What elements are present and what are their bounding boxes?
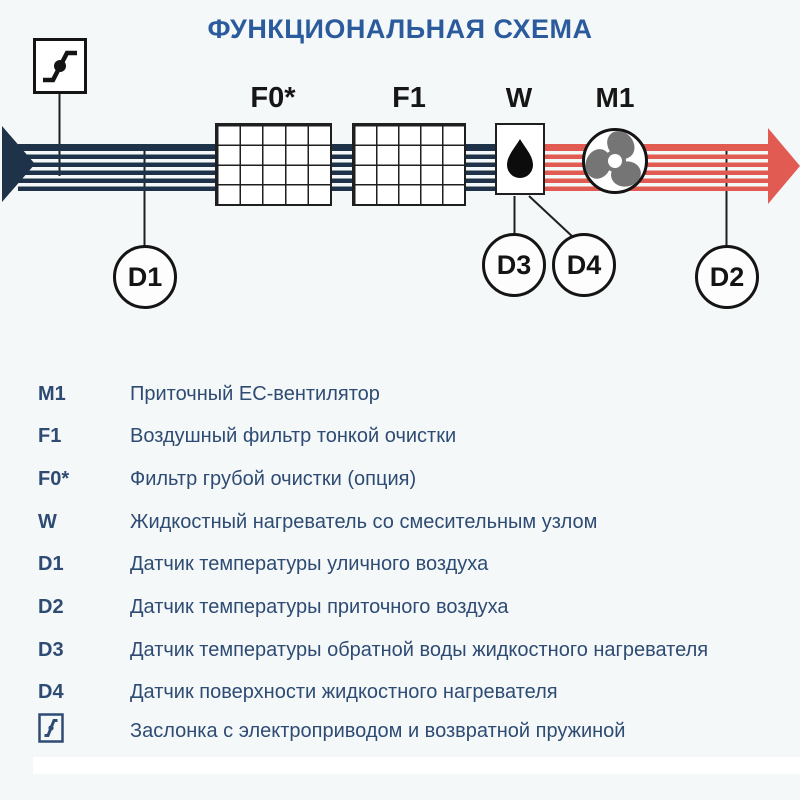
legend-text: Воздушный фильтр тонкой очистки [130, 424, 457, 447]
filter-f0-grid [215, 123, 332, 206]
legend-row-d2: D2 Датчик температуры приточного воздуха [38, 593, 790, 621]
legend-row-w: W Жидкостный нагреватель со смесительным… [38, 508, 790, 536]
legend-row-m1: M1 Приточный ЕС-вентилятор [38, 380, 790, 408]
legend-key: M1 [38, 382, 66, 405]
supply-airflow-stripes [545, 144, 770, 191]
legend-text: Жидкостный нагреватель со смесительным у… [130, 510, 598, 533]
legend-text: Фильтр грубой очистки (опция) [130, 467, 417, 490]
legend-row-d3: D3 Датчик температуры обратной воды жидк… [38, 636, 790, 664]
legend-row-d4: D4 Датчик поверхности жидкостного нагрев… [38, 678, 790, 706]
d4-connector-line [528, 195, 575, 239]
sensor-d4-badge: D4 [552, 233, 616, 297]
damper-with-actuator-icon [33, 38, 87, 94]
sensor-d2-badge: D2 [695, 245, 759, 309]
bottom-strip [33, 757, 800, 774]
sensor-d1-badge: D1 [113, 245, 177, 309]
label-m1: M1 [595, 82, 635, 113]
fan-impeller-icon [582, 128, 648, 194]
legend-row-f1: F1 Воздушный фильтр тонкой очистки [38, 422, 790, 450]
filter-f1-grid [352, 123, 466, 206]
legend-key: W [38, 510, 57, 533]
water-heater-box [495, 123, 545, 195]
legend-key: F0* [38, 467, 70, 490]
legend-text: Датчик температуры уличного воздуха [130, 552, 489, 575]
legend-key: D2 [38, 595, 64, 618]
legend-text: Датчик температуры приточного воздуха [130, 595, 509, 618]
legend-text: Датчик поверхности жидкостного нагревате… [130, 680, 558, 703]
legend-row-damper: Заслонка с электроприводом и возвратной … [38, 713, 790, 745]
legend-text: Датчик температуры обратной воды жидкост… [130, 638, 709, 661]
legend-row-d1: D1 Датчик температуры уличного воздуха [38, 550, 790, 578]
sensor-d3-badge: D3 [482, 233, 546, 297]
legend-key: D1 [38, 552, 64, 575]
label-f1: F1 [392, 82, 426, 114]
legend-key: F1 [38, 424, 62, 447]
legend-key: D4 [38, 680, 64, 703]
legend-row-f0: F0* Фильтр грубой очистки (опция) [38, 465, 790, 493]
legend-text: Приточный ЕС-вентилятор [130, 382, 380, 405]
label-w: W [505, 82, 533, 113]
page-title: ФУНКЦИОНАЛЬНАЯ СХЕМА [207, 14, 593, 44]
water-droplet-icon [507, 139, 533, 178]
label-f0: F0* [250, 82, 296, 114]
legend-text: Заслонка с электроприводом и возвратной … [130, 719, 626, 742]
legend-key: D3 [38, 638, 64, 661]
damper-spring-icon [38, 713, 130, 749]
